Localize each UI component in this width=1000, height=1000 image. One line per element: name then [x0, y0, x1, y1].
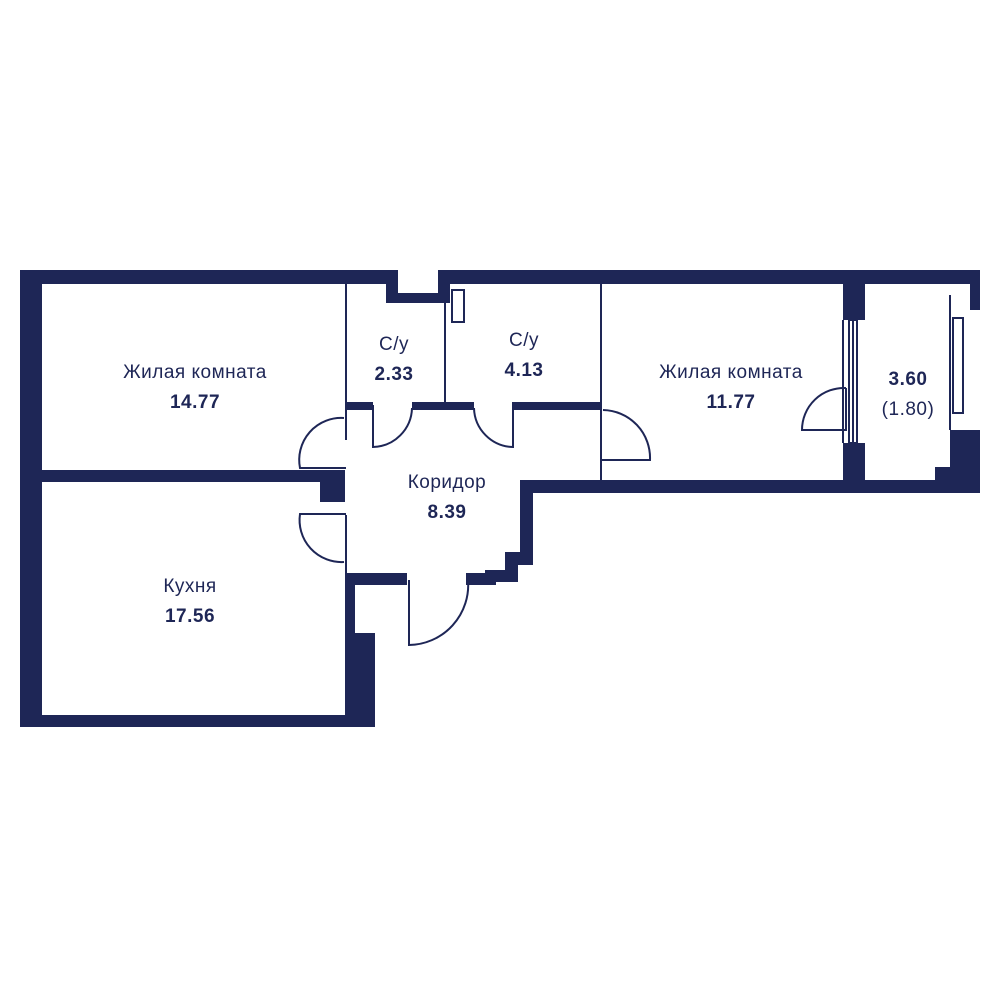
walls	[20, 270, 980, 727]
interior-partitions	[27, 284, 964, 676]
wall-room1-kitchen	[20, 470, 345, 482]
bath1-area: 2.33	[375, 364, 414, 385]
wall-corridor-bottom-right	[466, 573, 496, 585]
wall-bath1-bottom	[345, 402, 373, 410]
kitchen-area: 17.56	[165, 606, 215, 627]
wall-room2-bottom	[520, 480, 865, 493]
bath2-area: 4.13	[505, 360, 544, 381]
room1-area: 14.77	[170, 392, 220, 413]
wall-notch-bottom	[386, 293, 446, 303]
room2-name: Жилая комната	[659, 362, 803, 383]
door-room2	[601, 409, 652, 461]
door-bath2	[473, 405, 514, 449]
fixture-kitchen	[349, 644, 365, 676]
wall-balcony-top	[843, 270, 865, 320]
balcony-reduced-area: (1.80)	[882, 399, 935, 420]
room-labels: Жилая комната 14.77 С/у 2.33 С/у 4.13 Жи…	[123, 330, 934, 627]
wall-right	[970, 270, 980, 310]
door-balcony	[800, 386, 847, 431]
corridor-name: Коридор	[408, 472, 487, 493]
wall-top-right	[438, 270, 980, 284]
room2-area: 11.77	[707, 392, 756, 413]
wall-bath2-bottom	[512, 402, 602, 410]
door-bath1	[372, 405, 413, 449]
door-kitchen	[298, 513, 346, 564]
wall-corridor-bottom	[345, 573, 407, 585]
wall-bath-mid-bottom	[412, 402, 474, 410]
kitchen-name: Кухня	[163, 576, 216, 597]
wall-kitchen-right	[345, 573, 355, 633]
door-room1	[298, 416, 346, 469]
wall-balcony-floor	[843, 480, 950, 493]
bath2-name: С/у	[509, 330, 539, 351]
bath1-name: С/у	[379, 334, 409, 355]
fixture-bath2	[451, 289, 465, 323]
wall-left-lower-seg	[20, 645, 42, 727]
wall-pillar-right	[320, 470, 345, 502]
wall-corridor-step1	[520, 480, 533, 565]
door-entrance	[408, 579, 470, 647]
wall-room1-kitchen-pillar	[20, 440, 42, 515]
window-balcony-1	[952, 317, 964, 414]
wall-balcony-step	[935, 467, 980, 493]
wall-top-left	[20, 270, 398, 284]
wall-bottom	[20, 715, 375, 727]
room1-name: Жилая комната	[123, 362, 267, 383]
balcony-area: 3.60	[889, 369, 928, 390]
corridor-area: 8.39	[428, 502, 467, 523]
window-balcony-2	[952, 431, 964, 468]
